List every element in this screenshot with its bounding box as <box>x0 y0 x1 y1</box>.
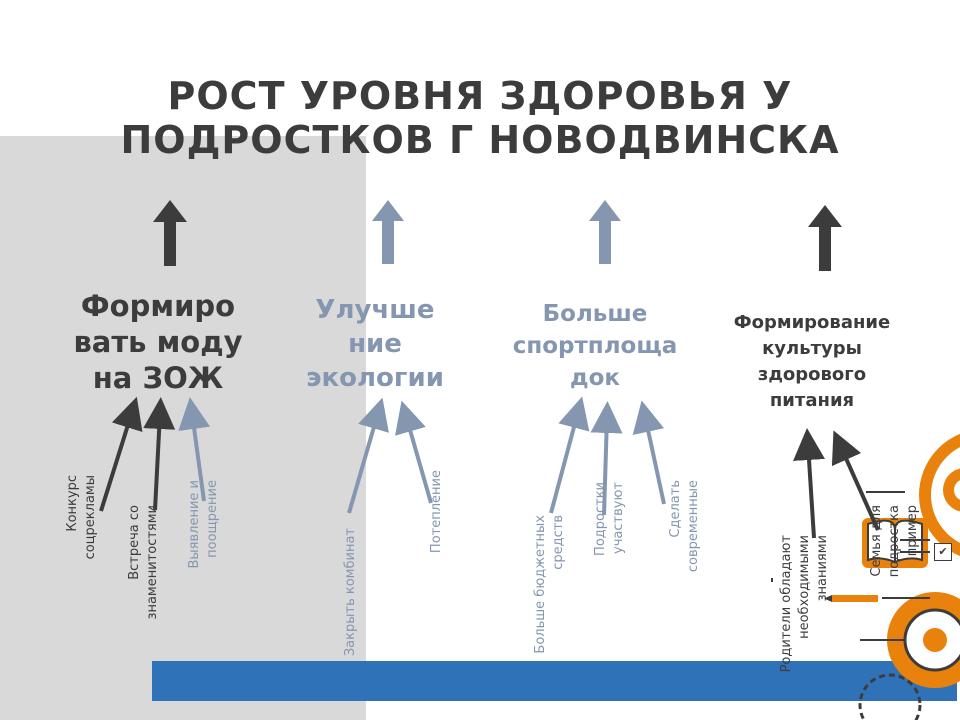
heading-line: док <box>570 365 620 391</box>
heading-line: Больше <box>542 301 648 327</box>
checkbox-mark: ✔ <box>938 545 948 558</box>
heading-line: экологии <box>306 363 444 393</box>
label-parents-knowledge: Родители обладают необходимыми знаниями <box>779 535 830 673</box>
up-arrow-icon <box>372 200 404 264</box>
pointer-arrow-icon <box>549 396 590 514</box>
pointer-arrow-icon <box>99 396 143 512</box>
label-teens-participate: Подростки участвуют <box>593 482 626 556</box>
page-title: РОСТ УРОВНЯ ЗДОРОВЬЯ У ПОДРОСТКОВ Г НОВО… <box>60 74 900 162</box>
label-identify-reward: Выявление и поощрение <box>187 480 220 569</box>
label-more-budget: Больше бюджетных средств <box>533 515 566 654</box>
heading-line: питания <box>769 390 855 411</box>
pointer-arrow-icon <box>143 397 176 511</box>
pointer-arrow-icon <box>831 430 880 531</box>
pointer-arrow-icon <box>632 400 666 505</box>
label-close-plant: Закрыть комбинат <box>343 528 358 657</box>
blue-footer-bar <box>152 661 957 701</box>
up-arrow-icon <box>589 200 621 264</box>
pointer-arrow-icon <box>178 397 211 502</box>
heading-line: ние <box>348 329 402 359</box>
gear-icon <box>887 592 960 688</box>
label-meeting-celebrities: Встреча со знаменитостями <box>127 505 160 620</box>
gear-icon <box>858 673 922 720</box>
pencil-icon <box>824 595 878 602</box>
deco-lines <box>771 491 930 641</box>
title-line-1: РОСТ УРОВНЯ ЗДОРОВЬЯ У <box>167 74 793 118</box>
up-arrow-icon <box>808 205 842 271</box>
heading-line: вать моду <box>73 325 243 359</box>
label-family-example: Семья для подростка пример <box>869 505 920 578</box>
heading-fashion-zozh: Формиро вать моду на ЗОЖ <box>48 288 268 396</box>
heading-nutrition-culture: Формирование культуры здорового питания <box>712 310 912 414</box>
pointer-arrow-icon <box>793 428 825 539</box>
pointer-arrow-icon <box>347 397 389 514</box>
heading-sport-grounds: Больше спортплоща док <box>495 298 695 394</box>
heading-line: на ЗОЖ <box>92 361 224 395</box>
heading-line: культуры <box>762 338 862 359</box>
checkbox-icon: ✔ <box>934 543 952 561</box>
label-warming: Потепление <box>429 470 444 554</box>
label-contest-social-ads: Конкурс соцрекламы <box>65 475 98 560</box>
heading-line: Формирование <box>733 312 891 333</box>
heading-ecology: Улучше ние экологии <box>280 293 470 395</box>
gear-icon <box>919 433 960 557</box>
heading-line: Улучше <box>315 295 435 325</box>
title-line-2: ПОДРОСТКОВ Г НОВОДВИНСКА <box>120 118 840 162</box>
heading-line: здорового <box>757 364 867 385</box>
pointer-arrow-icon <box>395 400 433 504</box>
heading-line: спортплоща <box>512 333 678 359</box>
heading-line: Формиро <box>80 289 236 323</box>
pointer-arrow-icon <box>590 401 623 516</box>
up-arrow-icon <box>153 200 187 266</box>
label-make-modern: Сделать современные <box>668 480 701 573</box>
